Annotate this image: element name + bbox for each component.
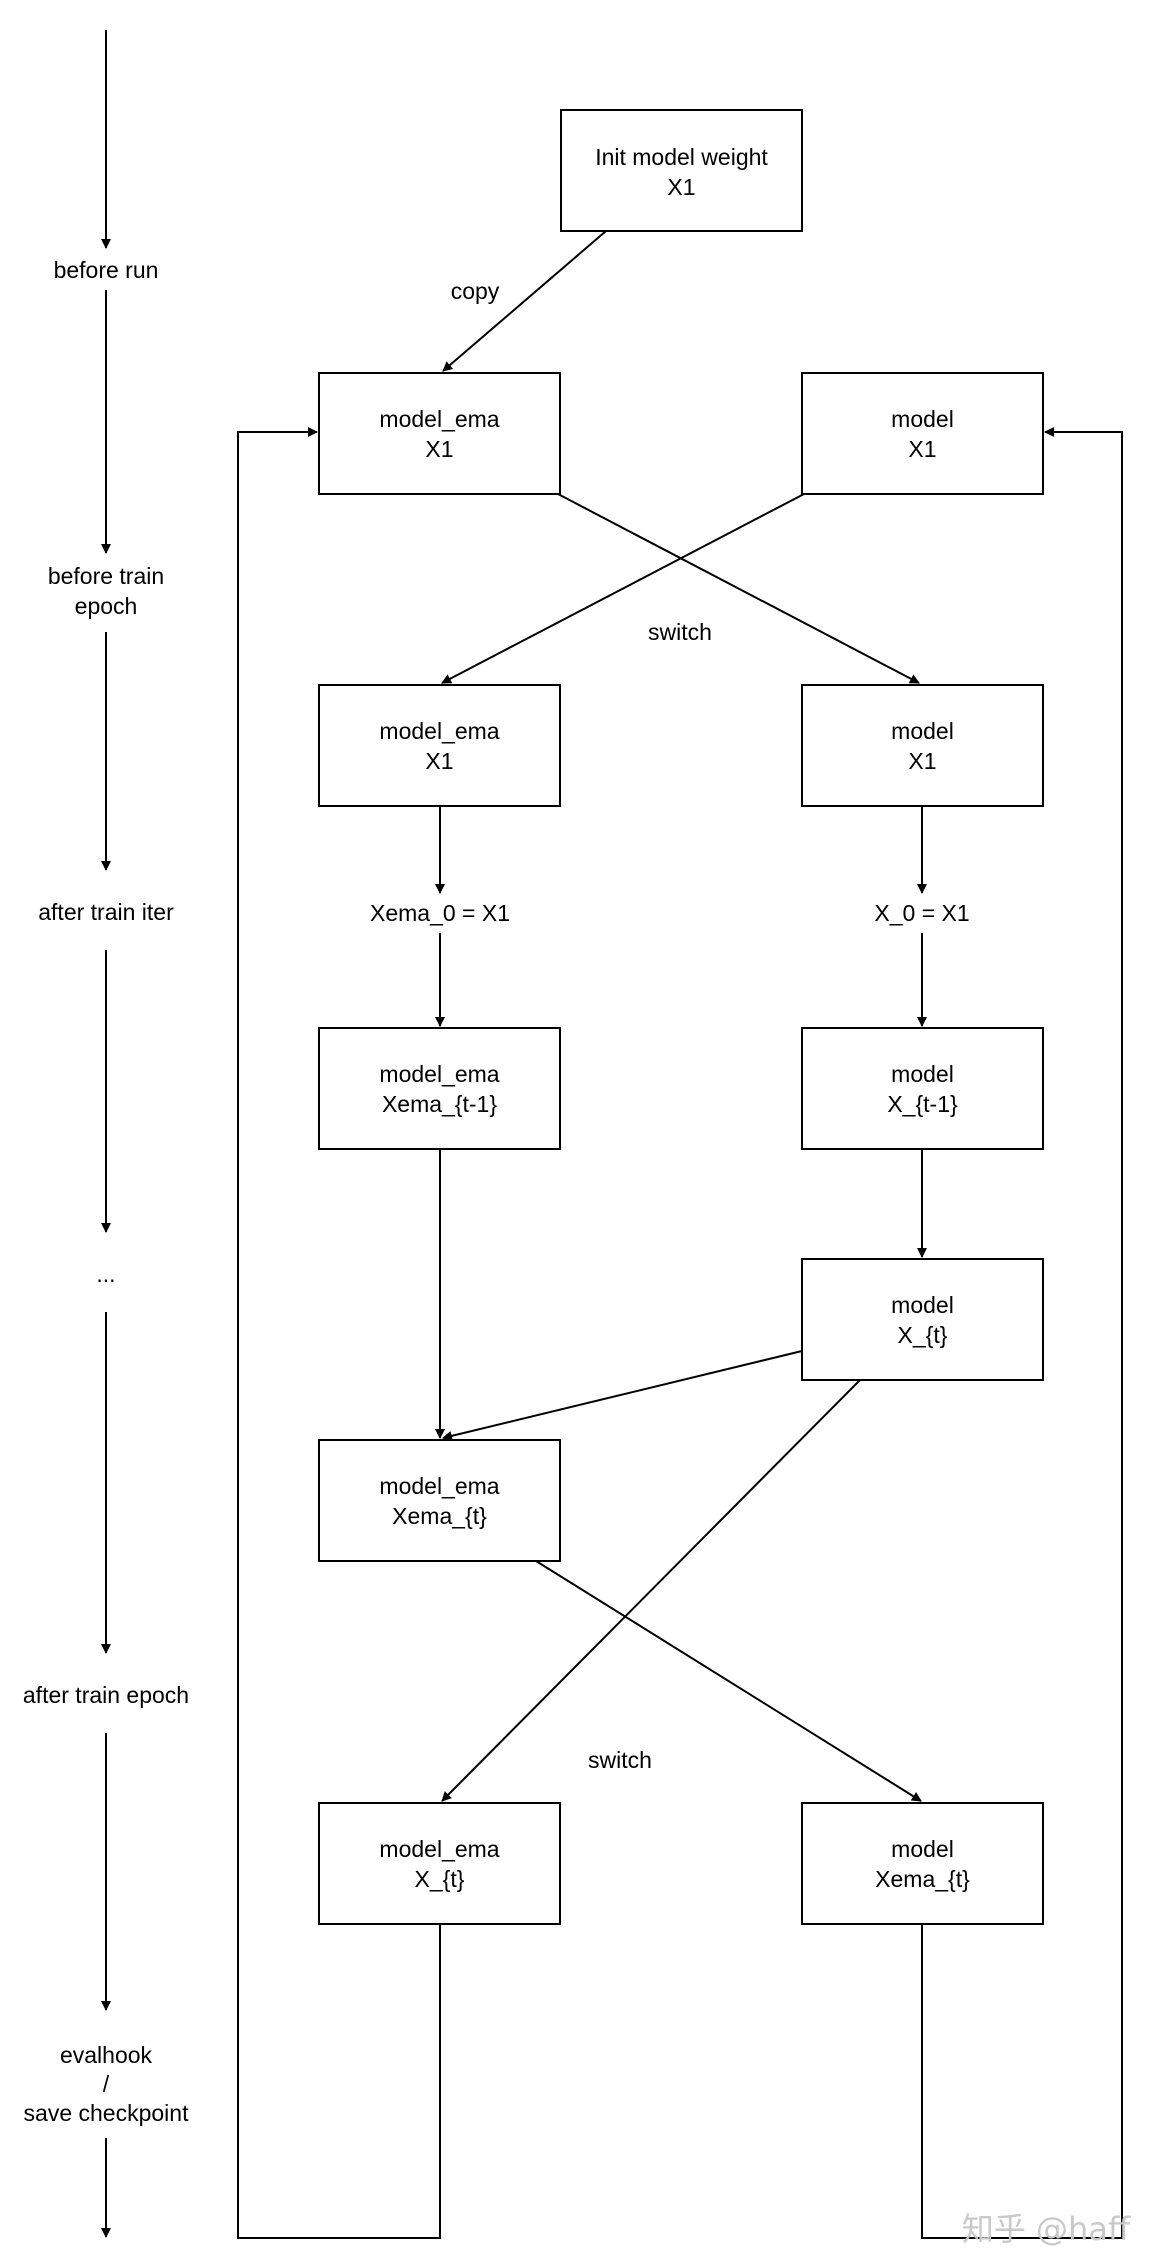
label-switch-top: switch bbox=[648, 619, 712, 645]
stage-before-train-epoch-line1: before train bbox=[48, 563, 164, 589]
stage-before-run: before run bbox=[54, 257, 159, 283]
label-xema0: Xema_0 = X1 bbox=[370, 900, 510, 926]
node-model-init-line2: X1 bbox=[908, 436, 936, 462]
node-ema-final-line1: model_ema bbox=[379, 1836, 499, 1862]
node-model-ema-init: model_ema X1 bbox=[318, 372, 561, 495]
arrow-switch-model-to-ema bbox=[441, 493, 805, 684]
connectors bbox=[237, 230, 1123, 2239]
node-ema-epoch-line2: X1 bbox=[425, 748, 453, 774]
node-ema-iter-line2: Xema_{t-1} bbox=[382, 1091, 497, 1117]
node-ema-iter-line1: model_ema bbox=[379, 1061, 499, 1087]
arrow-switch-model-t-to-ema-final bbox=[441, 1379, 861, 1802]
watermark: 知乎 @haff bbox=[962, 2210, 1131, 2248]
edge-labels: copy switch Xema_0 = X1 X_0 = X1 switch bbox=[350, 274, 996, 1773]
node-model-iter-line1: model bbox=[891, 1061, 954, 1087]
stage-evalhook: evalhook bbox=[60, 2042, 153, 2068]
node-ema-final-line2: X_{t} bbox=[415, 1866, 465, 1892]
node-model-init-line1: model bbox=[891, 406, 954, 432]
node-ema-t-line2: Xema_{t} bbox=[392, 1503, 487, 1529]
node-ema-epoch-line1: model_ema bbox=[379, 718, 499, 744]
arrow-model-t-to-ema-t bbox=[442, 1350, 803, 1441]
stage-after-train-epoch: after train epoch bbox=[23, 1682, 189, 1708]
node-model-final: model Xema_{t} bbox=[801, 1802, 1044, 1925]
node-ema-init-line2: X1 bbox=[425, 436, 453, 462]
arrow-switch-ema-t-to-model-final bbox=[535, 1560, 922, 1802]
loop-back-model bbox=[921, 427, 1123, 2239]
node-model-final-line2: Xema_{t} bbox=[875, 1866, 970, 1892]
node-model-final-line1: model bbox=[891, 1836, 954, 1862]
stage-slash: / bbox=[103, 2071, 110, 2097]
node-model-ema-iter: model_ema Xema_{t-1} bbox=[318, 1027, 561, 1150]
node-model-t-line1: model bbox=[891, 1292, 954, 1318]
nodes: Init model weight X1 model_ema X1 model … bbox=[318, 109, 1044, 1925]
stage-after-train-iter: after train iter bbox=[38, 899, 174, 925]
node-model-ema-epoch: model_ema X1 bbox=[318, 684, 561, 807]
node-model-epoch-line2: X1 bbox=[908, 748, 936, 774]
label-switch-bottom: switch bbox=[588, 1747, 652, 1773]
node-model-init: model X1 bbox=[801, 372, 1044, 495]
stage-save-checkpoint: save checkpoint bbox=[24, 2100, 190, 2126]
node-ema-t-line1: model_ema bbox=[379, 1473, 499, 1499]
node-init-line2: X1 bbox=[667, 174, 695, 200]
node-ema-init-line1: model_ema bbox=[379, 406, 499, 432]
node-model-epoch-line1: model bbox=[891, 718, 954, 744]
node-init-line1: Init model weight bbox=[595, 144, 768, 170]
stage-ellipsis: ... bbox=[96, 1261, 115, 1287]
node-model-iter: model X_{t-1} bbox=[801, 1027, 1044, 1150]
stage-before-train-epoch-line2: epoch bbox=[75, 593, 138, 619]
node-model-ema-final: model_ema X_{t} bbox=[318, 1802, 561, 1925]
node-model-iter-line2: X_{t-1} bbox=[887, 1091, 958, 1117]
node-model-epoch: model X1 bbox=[801, 684, 1044, 807]
arrow-copy bbox=[442, 230, 607, 372]
label-x0: X_0 = X1 bbox=[874, 900, 969, 926]
node-model-ema-t: model_ema Xema_{t} bbox=[318, 1439, 561, 1562]
node-model-t-line2: X_{t} bbox=[898, 1322, 948, 1348]
label-copy: copy bbox=[451, 278, 500, 304]
loop-back-ema bbox=[237, 427, 441, 2239]
timeline-labels: before run before train epoch after trai… bbox=[23, 257, 189, 2126]
node-init-model-weight: Init model weight X1 bbox=[560, 109, 803, 232]
arrow-switch-ema-to-model bbox=[557, 493, 920, 684]
node-model-t: model X_{t} bbox=[801, 1258, 1044, 1381]
